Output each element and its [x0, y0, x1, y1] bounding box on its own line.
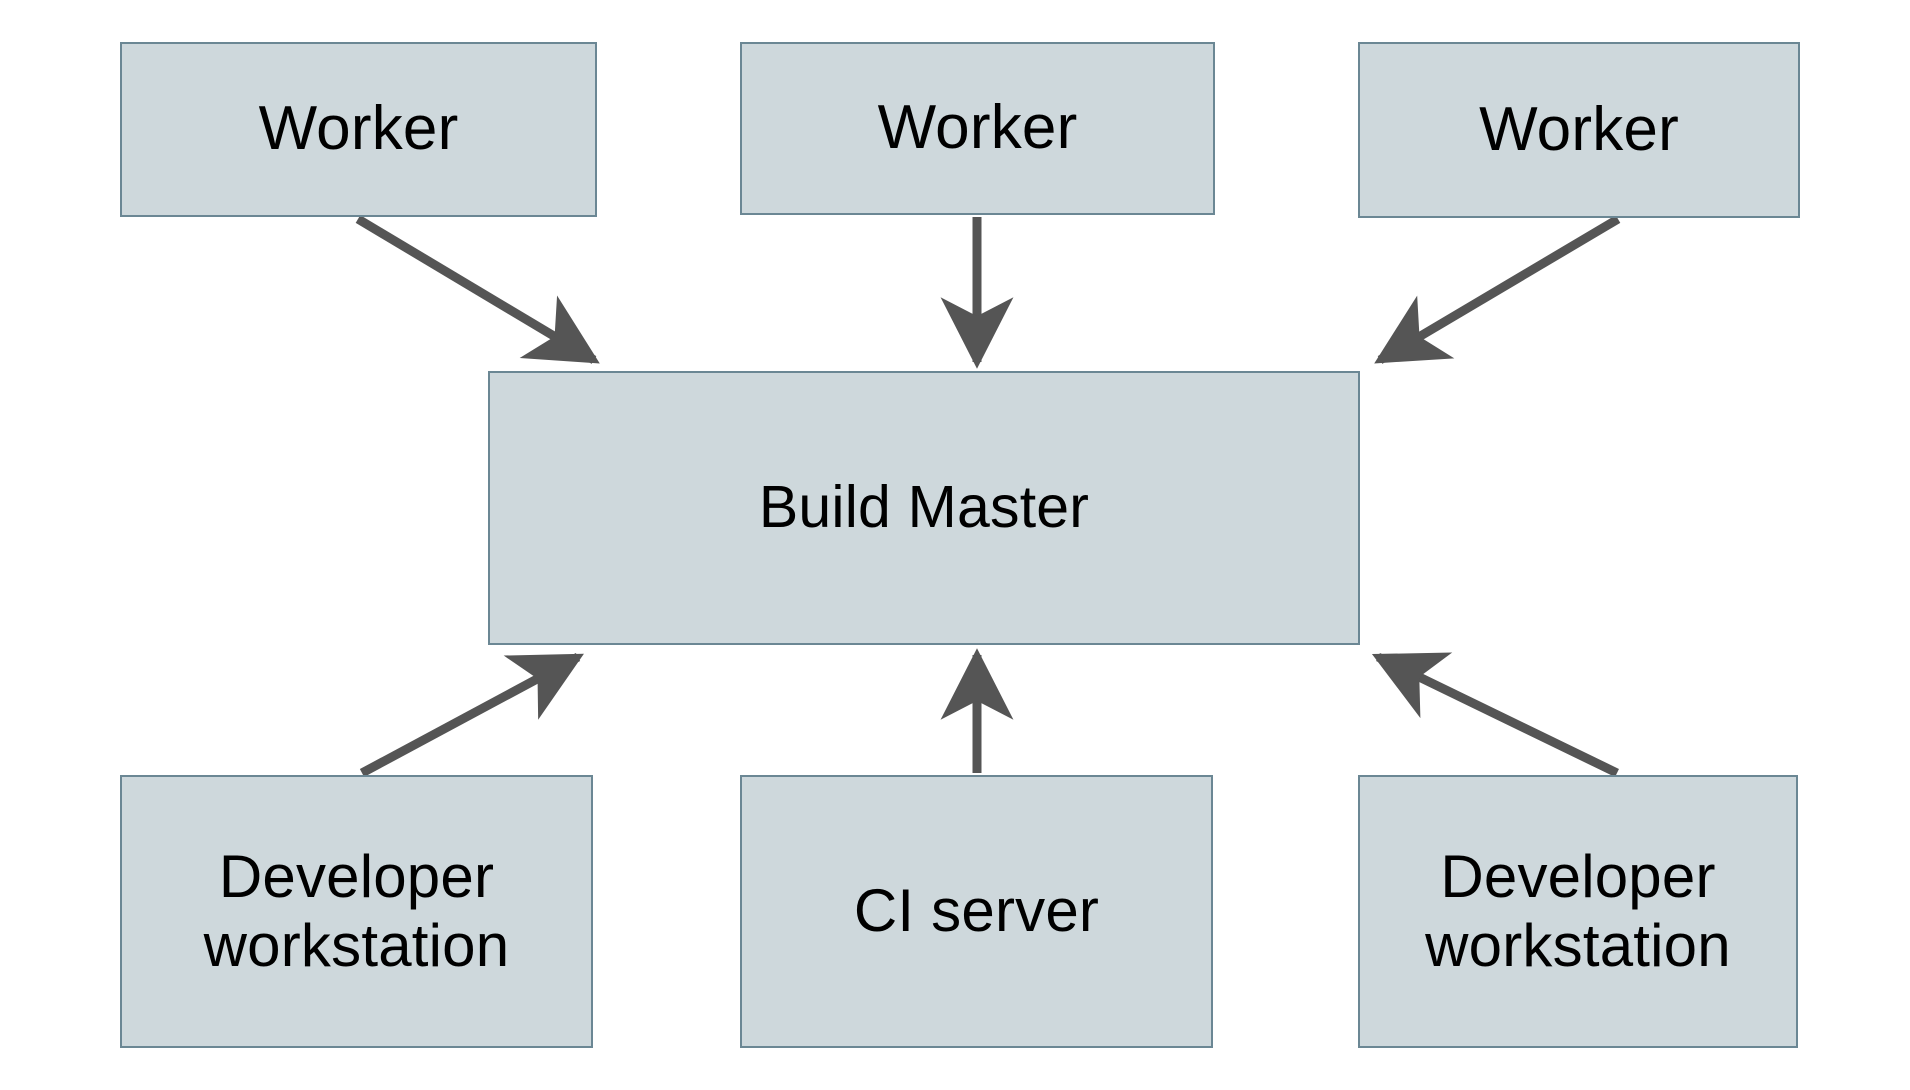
node-developer-workstation-left[interactable]: Developer workstation: [120, 775, 593, 1048]
node-developer-workstation-right[interactable]: Developer workstation: [1358, 775, 1798, 1048]
edge-developer-workstation-left-to-build-master: [359, 653, 584, 777]
node-worker-top-middle[interactable]: Worker: [740, 42, 1215, 215]
node-label: Worker: [258, 94, 459, 164]
edge-worker-top-left-to-build-master: [355, 215, 600, 364]
node-label: Build Master: [758, 474, 1090, 541]
node-worker-top-right[interactable]: Worker: [1358, 42, 1800, 218]
node-build-master[interactable]: Build Master: [488, 371, 1360, 645]
edge-worker-top-right-to-build-master: [1374, 215, 1621, 364]
node-label: Developer workstation: [203, 843, 510, 979]
node-worker-top-left[interactable]: Worker: [120, 42, 597, 217]
node-ci-server[interactable]: CI server: [740, 775, 1213, 1048]
node-label: CI server: [853, 877, 1100, 945]
edge-developer-workstation-right-to-build-master: [1371, 652, 1619, 778]
node-label: Worker: [877, 93, 1078, 163]
node-label: Worker: [1479, 94, 1679, 164]
node-label: Developer workstation: [1425, 843, 1731, 979]
